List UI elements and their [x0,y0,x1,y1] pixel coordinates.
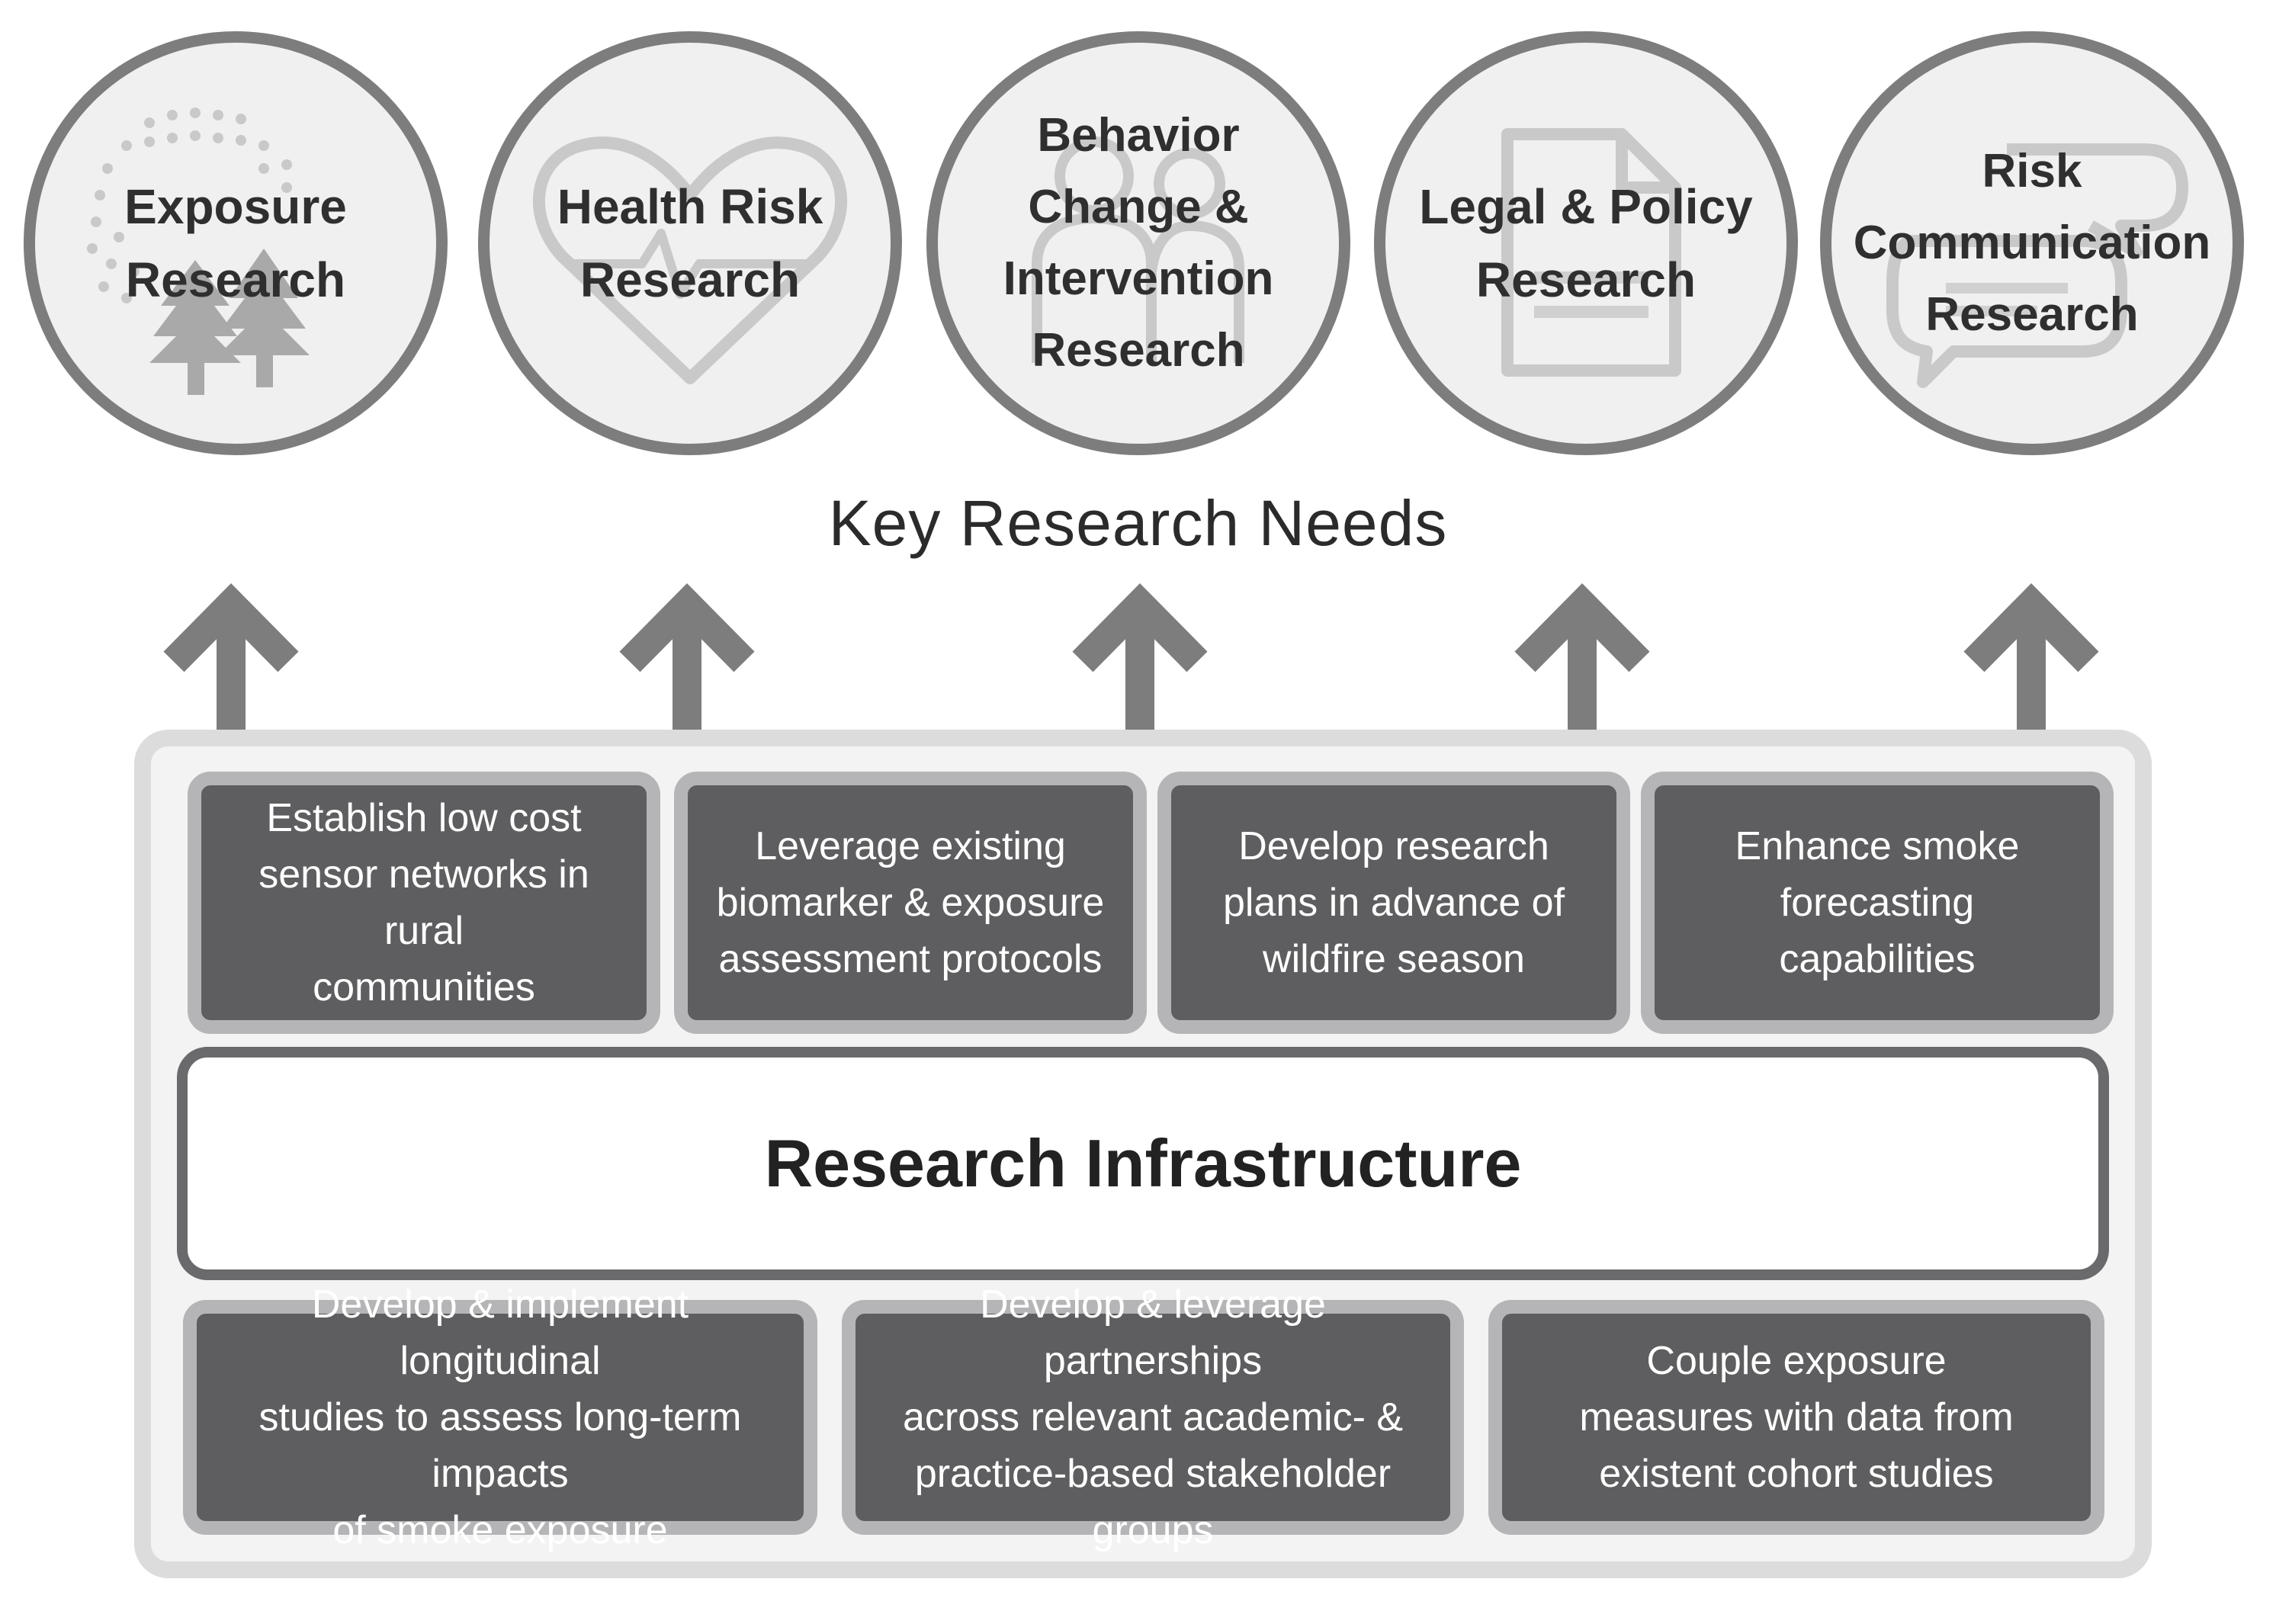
arrows-layer [163,583,2099,736]
up-arrow-icon [1072,583,1208,736]
document-icon [1501,128,1681,377]
speech-bubbles-icon [1886,143,2188,388]
research-need-label: Risk Communication Research [1853,145,2211,341]
infrastructure-item: Enhance smoke forecasting capabilities [1641,772,2114,1034]
exposure-research-circle: Exposure Research [24,31,448,455]
infrastructure-item: Couple exposure measures with data from … [1488,1300,2104,1535]
health-risk-research-circle: Health Risk Research [478,31,902,455]
research-need-label: Legal & Policy Research [1419,179,1753,307]
research-need-label: Behavior Change & Intervention Research [1003,109,1274,377]
up-arrow-icon [1514,583,1650,736]
up-arrow-icon [619,583,755,736]
behavior-change-research-circle: Behavior Change & Intervention Research [926,31,1350,455]
infrastructure-item: Leverage existing biomarker & exposure a… [674,772,1147,1034]
up-arrow-icon [1963,583,2099,736]
people-icon [1032,136,1244,363]
legal-policy-research-circle: Legal & Policy Research [1374,31,1798,455]
heart-pulse-icon [532,136,848,384]
infrastructure-item: Develop research plans in advance of wil… [1157,772,1630,1034]
trees-smoke-icon [87,108,310,395]
risk-communication-research-circle: Risk Communication Research [1820,31,2244,455]
research-need-label: Health Risk Research [557,179,823,307]
research-infrastructure-label: Research Infrastructure [177,1047,2109,1280]
research-need-label: Exposure Research [124,179,347,307]
key-research-needs-title: Key Research Needs [828,487,1448,559]
infrastructure-item: Establish low cost sensor networks in ru… [188,772,660,1034]
infrastructure-item: Develop & implement longitudinal studies… [183,1282,817,1552]
infrastructure-item: Develop & leverage partnerships across r… [842,1282,1464,1552]
up-arrow-icon [163,583,299,736]
